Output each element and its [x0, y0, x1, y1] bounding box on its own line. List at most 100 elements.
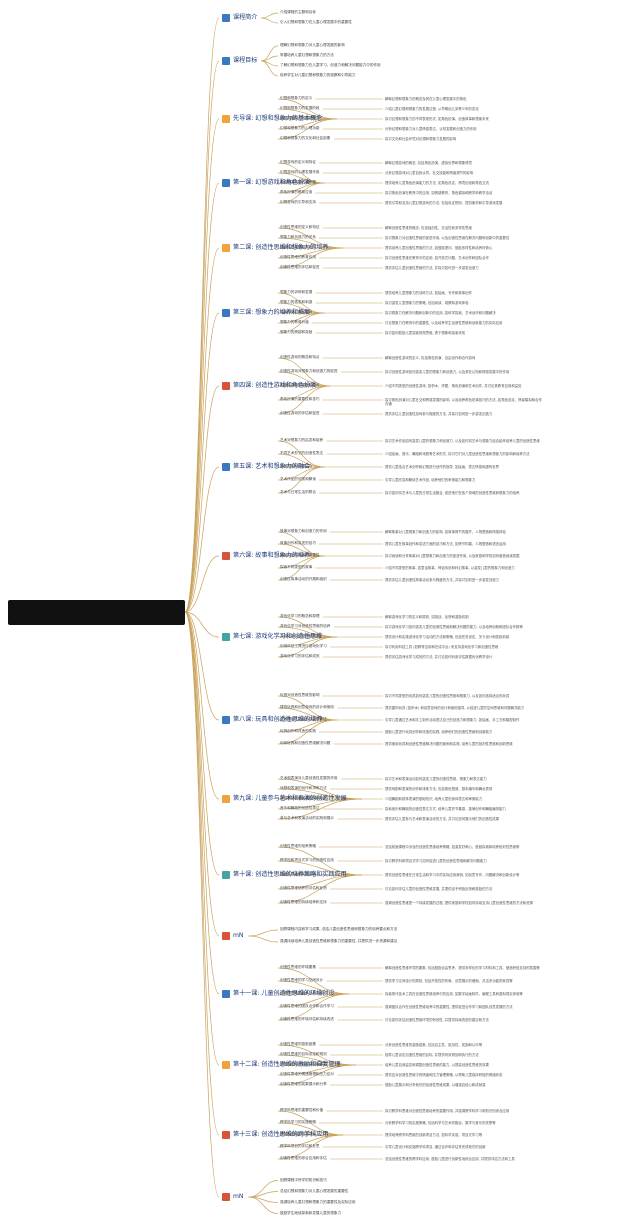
chapter-node[interactable]: 课程简介 — [222, 13, 257, 23]
topic-item[interactable]: 跨学科项目的评估和反思 — [280, 1144, 320, 1148]
chapter-node[interactable]: 第十三课: 创造性思维的跨学科应用 — [222, 1130, 328, 1140]
topic-item[interactable]: 想象力和创造力的关系 — [280, 235, 316, 239]
topic-item[interactable]: 鼓励学生继续探索和发展儿童的想象力 — [280, 1210, 342, 1215]
topic-item[interactable]: 幻想和想象力的表现形式 — [280, 116, 320, 120]
topic-item[interactable]: 创造性思维的定义和特征 — [280, 225, 320, 229]
chapter-node[interactable]: 第九课: 儿童参与艺术和表演的创造性发展 — [222, 794, 347, 804]
topic-item[interactable]: 创造性思维的目标设定和规划 — [280, 1052, 327, 1056]
chapter-node[interactable]: 第三课: 想象力的培养和拓展 — [222, 308, 310, 318]
topic-item[interactable]: 创造性思维的学习空间设计 — [280, 978, 324, 982]
topic-item[interactable]: 总结幻想和想象力对儿童心理发展的重要性 — [280, 1188, 349, 1193]
topic-item[interactable]: 掌握培养儿童幻想和想象力的方法 — [280, 53, 334, 57]
chapter-node[interactable]: mN — [222, 1192, 244, 1202]
chapter-node[interactable]: mN — [222, 931, 244, 941]
topic-item[interactable]: 艺术对想象力的启发和培养 — [280, 438, 324, 442]
topic-item[interactable]: 介绍课程的主题和目标 — [280, 10, 316, 14]
topic-item[interactable]: 幻想游戏的定义和特征 — [280, 160, 316, 164]
chapter-node[interactable]: 第四课: 创造性游戏和角色扮演 — [222, 381, 316, 391]
topic-item[interactable]: 回顾课程内容和学习成果, 总结儿童创造性思维和想象力的培养要点和方法 — [280, 927, 398, 931]
topic-item[interactable]: 幻想和想象力的发展阶段 — [280, 106, 320, 110]
topic-item[interactable]: 故事创作和讲述的技巧 — [280, 541, 316, 545]
topic-item[interactable]: 跨学科思维的创新项目 — [280, 1132, 316, 1136]
chapter-node[interactable]: 第十课: 创造性思维的培养策略和实践应用 — [222, 870, 347, 880]
topic-item[interactable]: 创造性思维培养的评估和反馈 — [280, 886, 327, 890]
topic-item[interactable]: 艺术创作和幻想结合 — [280, 464, 313, 468]
topic-item[interactable]: 创造性思维的教育应用 — [280, 255, 316, 259]
chapter-node[interactable]: 先导课: 幻想和想象力的基本概念 — [222, 114, 322, 124]
topic-item[interactable]: 想象力的训练和发展 — [280, 290, 313, 294]
topic-item[interactable]: 创造性思维的情绪管理和压力应对 — [280, 1072, 334, 1076]
topic-item[interactable]: 角色扮演的重要性和技巧 — [280, 397, 320, 401]
topic-item[interactable]: 游戏化学习的评估和成效 — [280, 654, 320, 658]
chapter-node[interactable]: 第七课: 游戏化学习和创造性思维 — [222, 632, 322, 642]
topic-item[interactable]: 不同艺术形式的创造性表达 — [280, 451, 324, 455]
topic-item[interactable]: 跨学科思维的重要性和价值 — [280, 1108, 324, 1112]
topic-item[interactable]: 玩具创作和改造的实践 — [280, 729, 316, 733]
topic-item[interactable]: 创造性游戏的评估和促进 — [280, 411, 320, 415]
topic-item[interactable]: 创造性思维的成果展示和分享 — [280, 1082, 327, 1086]
topic-item[interactable]: 音乐和舞蹈的创造性表达 — [280, 806, 320, 810]
topic-item[interactable]: 艺术作品的欣赏和解读 — [280, 477, 316, 481]
topic-item[interactable]: 角色扮演的技巧和策略 — [280, 180, 316, 184]
topic-item[interactable]: 理解幻想和想象力对儿童心理发展的影响 — [280, 43, 345, 47]
topic-item[interactable]: 创造性思维的激励因素 — [280, 1042, 316, 1046]
topic-item[interactable]: 创造性思维的培养方法 — [280, 245, 316, 249]
chapter-node[interactable]: 课程目标 — [222, 56, 257, 66]
topic-item[interactable]: 玩具对创造性思维的影响 — [280, 693, 320, 697]
topic-item[interactable]: 利用玩具和创造性思维解决问题 — [280, 741, 331, 745]
chapter-node[interactable]: 第一课: 幻想游戏和角色扮演 — [222, 178, 310, 188]
topic-item[interactable]: 强调持续培养儿童创造性思维和想象力的重要性, 并提供进一步资源和建议 — [280, 939, 398, 943]
topic-item[interactable]: 创造性思维的自我监控和调整 — [280, 1062, 327, 1066]
topic-item[interactable]: 艺术与日常生活的联合 — [280, 490, 316, 494]
chapter-node[interactable]: 第十二课: 创造性思维的激励和自我管理 — [222, 1060, 341, 1070]
topic-item[interactable]: 想象力的教育价值 — [280, 320, 309, 324]
topic-item[interactable]: 戏剧和表演的创作和排练方法 — [280, 786, 327, 790]
topic-item[interactable]: 建构玩具和创意游戏的设计和使用 — [280, 705, 334, 709]
topic-item[interactable]: 游戏化学习对创造性思维的培养 — [280, 624, 331, 628]
topic-item[interactable]: 想象力的扩展和应用 — [280, 310, 313, 314]
topic-item[interactable]: 创造性游戏的概念和特点 — [280, 355, 320, 359]
topic-item[interactable]: 想象力的激发和刺激 — [280, 300, 313, 304]
topic-item[interactable]: 想象力的跨越和突破 — [280, 330, 313, 334]
topic-item[interactable]: 创造性思维的环境评估和持续改进 — [280, 1017, 334, 1021]
topic-item[interactable]: 创造性思维的评估和促进 — [280, 265, 320, 269]
topic-item[interactable]: 艺术和手工制作的创造性表达 — [280, 717, 327, 721]
topic-item[interactable]: 幻想和想象力的心理功能 — [280, 126, 320, 130]
topic-item[interactable]: 创造性思维的培养策略 — [280, 844, 316, 848]
topic-item[interactable]: 幻想游戏的引导和支持 — [280, 200, 316, 204]
topic-item[interactable]: 创造性游戏对想象力和创造力的促进 — [280, 369, 338, 373]
topic-item[interactable]: 培养学生对儿童幻想和想象力的观察和引导能力 — [280, 73, 356, 77]
topic-item[interactable]: 利用科技工具进行游戏化学习 — [280, 644, 327, 648]
chapter-node[interactable]: 第六课: 故事和想象力的培养 — [222, 551, 310, 561]
topic-item[interactable]: 引入幻想和想象力在儿童心理发展中的重要性 — [280, 20, 352, 24]
chapter-node[interactable]: 第二课: 创造性思维和想象力的培养 — [222, 243, 328, 253]
topic-item[interactable]: 参与艺术和表演活动的实践和展示 — [280, 816, 334, 820]
topic-item[interactable]: 游戏化学习的概念和原理 — [280, 614, 320, 618]
topic-item[interactable]: 舞蹈和肢体表演的表现和欣赏 — [280, 796, 327, 800]
topic-item[interactable]: 创造性思维的持续培养和支持 — [280, 900, 327, 904]
topic-item[interactable]: 幻想游戏的心理发展作用 — [280, 170, 320, 174]
topic-item[interactable]: 故事对想象力和创造力的作用 — [280, 529, 327, 533]
root-node[interactable] — [8, 600, 185, 625]
chapter-node[interactable]: 第十一课: 儿童创造性思维的环境创设 — [222, 989, 335, 999]
topic-item[interactable]: 艺术和表演对儿童创造性发展的作用 — [280, 776, 338, 780]
topic-item[interactable]: 阅读和分享故事的重要性 — [280, 553, 320, 557]
topic-item[interactable]: 创造性思维的实践应用 — [280, 872, 316, 876]
topic-item[interactable]: 角色扮演的教育应用 — [280, 190, 313, 194]
topic-item[interactable]: 幻想和想象力的文化和社会因素 — [280, 136, 331, 140]
topic-item[interactable]: 创造性故事活动的开展和组织 — [280, 577, 327, 581]
chapter-node[interactable]: 第八课: 玩具和创造性思维的培养 — [222, 715, 322, 725]
topic-item[interactable]: 创造性思维的环境要素 — [280, 965, 316, 969]
topic-item[interactable]: 回顾课程中所学的知识和技巧 — [280, 1177, 327, 1182]
topic-item[interactable]: 了解幻想和想象力在儿童学习、创造力和解决问题能力中的作用 — [280, 63, 381, 67]
topic-item[interactable]: 创造性思维的团队合作和合作学习 — [280, 1004, 334, 1008]
topic-item[interactable]: 跨学科学习的实施策略 — [280, 1120, 316, 1124]
topic-item[interactable]: 创造性游戏的类型和应用 — [280, 383, 320, 387]
chapter-node[interactable]: 第五课: 艺术和想象力的融合 — [222, 462, 310, 472]
topic-item[interactable]: 探索不同类型的故事 — [280, 565, 313, 569]
topic-item[interactable]: 幻想和想象力的定义 — [280, 96, 313, 100]
topic-item[interactable]: 跨学科和项目式学习的创造性应用 — [280, 858, 334, 862]
topic-item[interactable]: 游戏化学习的设计和实施 — [280, 634, 320, 638]
topic-item[interactable]: 创造性思维的技术工具应用 — [280, 991, 324, 995]
topic-item[interactable]: 强调培养儿童幻想和想象力的重要性及实际应用 — [280, 1199, 356, 1204]
